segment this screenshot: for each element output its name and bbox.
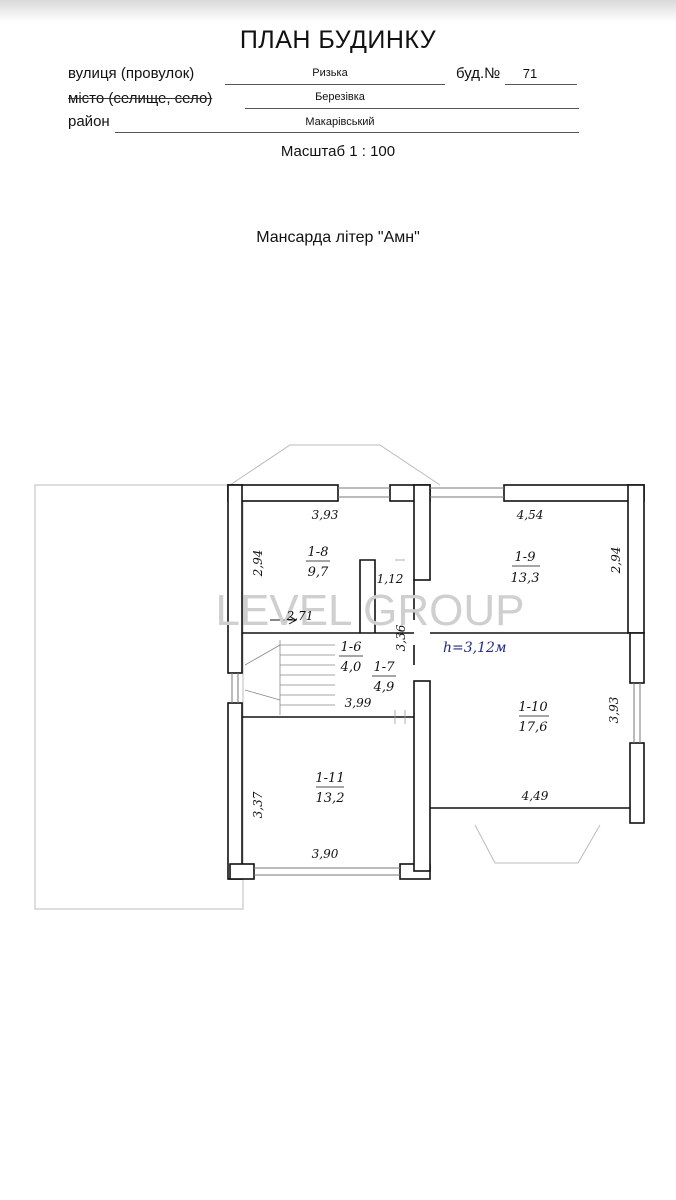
- dim-3-99: 3,99: [345, 696, 372, 710]
- room-1-10-area: 17,6: [519, 720, 548, 735]
- room-1-10-id: 1-10: [518, 700, 547, 715]
- dim-3-93-right: 3,93: [607, 696, 621, 723]
- room-1-11-area: 13,2: [316, 791, 345, 806]
- street-label: вулиця (провулок): [68, 65, 195, 82]
- room-1-7-area: 4,9: [373, 680, 395, 695]
- city-value: Березівка: [315, 91, 365, 103]
- ceiling-height-note: h=3,12м: [443, 640, 507, 656]
- dimension-labels: 3,93 4,54 2,94 2,94 1,12 2,71 3,36 3,99 …: [251, 508, 623, 861]
- room-labels: 1-8 9,7 1-9 13,3 1-6 4,0 1-7 4,9 1-10 17…: [306, 545, 549, 806]
- door-marks: [394, 559, 406, 724]
- windows: [231, 487, 641, 876]
- house-value: 71: [522, 66, 538, 81]
- district-underline: [115, 132, 579, 133]
- street-value: Ризька: [312, 67, 348, 79]
- dim-3-37: 3,37: [251, 791, 265, 818]
- district-label: район: [68, 113, 110, 130]
- dim-3-90: 3,90: [312, 847, 339, 861]
- outer-outline: [34, 444, 601, 910]
- street-underline: [225, 84, 445, 85]
- dim-3-93: 3,93: [312, 508, 339, 522]
- dim-2-71: 2,71: [286, 609, 314, 623]
- watermark: LEVEL GROUP: [216, 586, 525, 635]
- dim-3-36: 3,36: [394, 624, 408, 651]
- room-1-8-id: 1-8: [308, 545, 329, 560]
- dim-4-49: 4,49: [521, 789, 549, 803]
- plan-walls: [227, 484, 645, 880]
- top-shade: [0, 0, 676, 22]
- room-1-9-area: 13,3: [511, 571, 540, 586]
- room-1-11-id: 1-11: [315, 771, 344, 786]
- dim-2-94-right: 2,94: [609, 547, 623, 575]
- staircase: [244, 640, 335, 715]
- inner-lines: [242, 559, 630, 809]
- house-underline: [505, 84, 577, 85]
- city-label: місто (селище, село): [68, 90, 213, 107]
- room-1-7-id: 1-7: [374, 660, 396, 675]
- house-label: буд.№: [456, 65, 501, 82]
- plan-subtitle: Мансарда літер "Амн": [256, 229, 420, 246]
- document-title: ПЛАН БУДИНКУ: [239, 26, 437, 54]
- room-1-8-area: 9,7: [308, 565, 329, 580]
- dim-2-94-left: 2,94: [251, 550, 265, 578]
- stair-arrow: [270, 615, 298, 625]
- district-value: Макарівський: [305, 116, 375, 128]
- dim-1-12: 1,12: [377, 572, 404, 586]
- room-1-6-area: 4,0: [340, 660, 362, 675]
- room-1-9-id: 1-9: [515, 550, 536, 565]
- room-1-6-id: 1-6: [341, 640, 362, 655]
- dim-4-54: 4,54: [516, 508, 544, 522]
- scale-label: Масштаб 1 : 100: [280, 143, 396, 160]
- city-underline: [245, 108, 579, 109]
